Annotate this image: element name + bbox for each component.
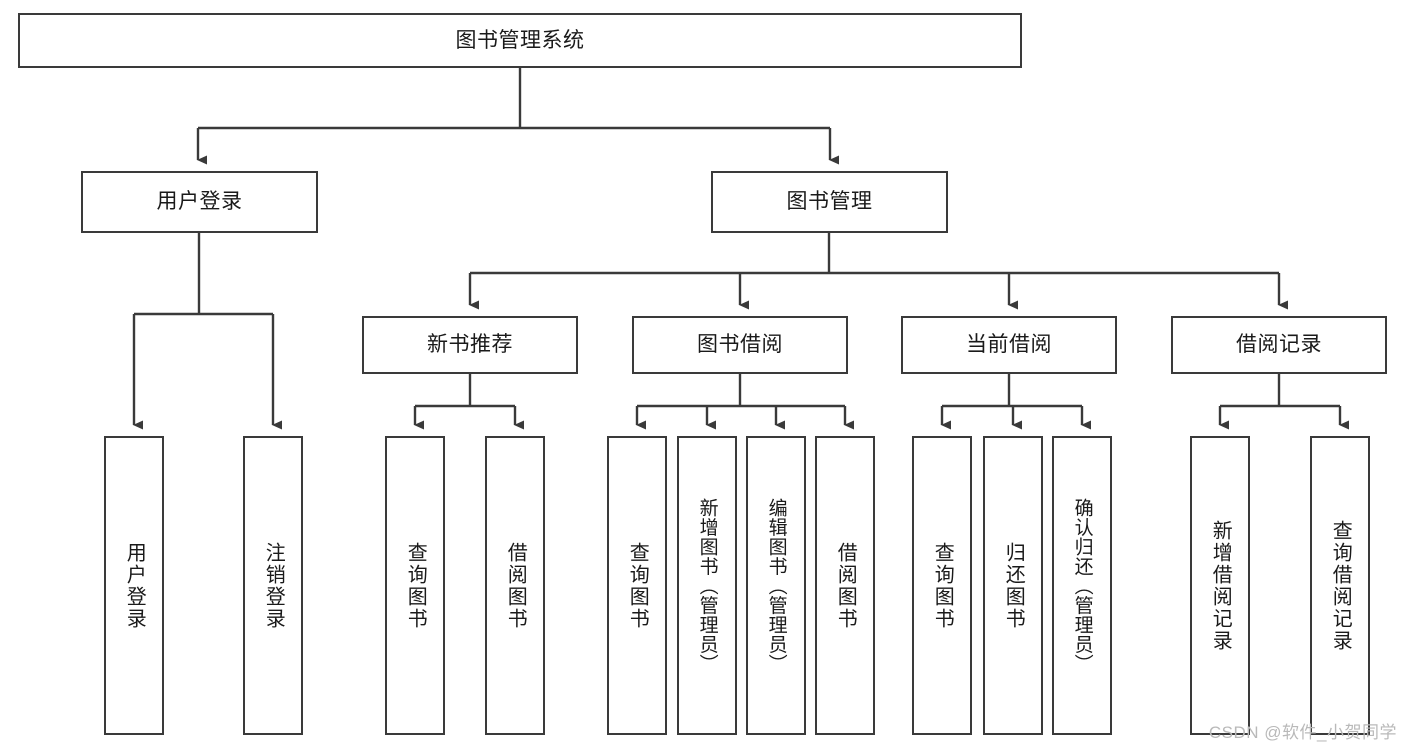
node-leaf-logout[interactable]: 注销登录 — [243, 436, 303, 735]
node-leaf-query-book-1[interactable]: 查询图书 — [385, 436, 445, 735]
node-label: 借阅图书 — [834, 541, 857, 630]
node-label: 查询借阅记录 — [1329, 519, 1352, 652]
node-leaf-query-book-3[interactable]: 查询图书 — [912, 436, 972, 735]
node-label: 新书推荐 — [427, 333, 513, 357]
node-leaf-confirm-return[interactable]: 确认归还（管理员） — [1052, 436, 1112, 735]
node-label: 图书借阅 — [697, 333, 783, 357]
node-label: 确认归还（管理员） — [1071, 497, 1093, 674]
node-current-borrow[interactable]: 当前借阅 — [901, 316, 1117, 374]
node-borrow-record[interactable]: 借阅记录 — [1171, 316, 1387, 374]
node-label: 查询图书 — [404, 541, 427, 630]
edge-group-user-login — [132, 233, 282, 430]
node-label: 借阅图书 — [504, 541, 527, 630]
edge-group-current-borrow — [940, 374, 1091, 430]
node-leaf-add-record[interactable]: 新增借阅记录 — [1190, 436, 1250, 735]
node-label: 图书管理 — [786, 190, 873, 214]
node-new-book-recommend[interactable]: 新书推荐 — [362, 316, 578, 374]
node-label: 注销登录 — [262, 541, 285, 630]
node-label: 用户登录 — [156, 190, 243, 214]
watermark-text: CSDN @软件_小贺同学 — [1208, 723, 1397, 742]
node-label: 借阅记录 — [1236, 333, 1322, 357]
node-leaf-edit-book[interactable]: 编辑图书（管理员） — [746, 436, 806, 735]
node-leaf-borrow-book-2[interactable]: 借阅图书 — [815, 436, 875, 735]
node-leaf-borrow-book-1[interactable]: 借阅图书 — [485, 436, 545, 735]
edge-group-book-manage — [468, 233, 1288, 310]
edge-group-root — [196, 68, 839, 165]
node-label: 归还图书 — [1002, 541, 1025, 630]
node-root-system[interactable]: 图书管理系统 — [18, 13, 1022, 68]
node-user-login[interactable]: 用户登录 — [81, 171, 318, 233]
node-label: 用户登录 — [123, 541, 146, 630]
edge-group-borrow-record — [1218, 374, 1349, 430]
node-label: 查询图书 — [626, 541, 649, 630]
node-label: 查询图书 — [931, 541, 954, 630]
node-label: 新增图书（管理员） — [696, 497, 718, 674]
node-leaf-return-book[interactable]: 归还图书 — [983, 436, 1043, 735]
node-leaf-add-book[interactable]: 新增图书（管理员） — [677, 436, 737, 735]
node-label: 图书管理系统 — [455, 28, 585, 52]
node-label: 编辑图书（管理员） — [765, 497, 787, 674]
node-leaf-query-book-2[interactable]: 查询图书 — [607, 436, 667, 735]
edge-group-new-book-recommend — [413, 374, 524, 430]
node-label: 当前借阅 — [966, 333, 1052, 357]
node-book-manage[interactable]: 图书管理 — [711, 171, 948, 233]
edge-group-book-borrow — [635, 374, 854, 430]
node-label: 新增借阅记录 — [1209, 519, 1232, 652]
node-book-borrow[interactable]: 图书借阅 — [632, 316, 848, 374]
node-leaf-query-record[interactable]: 查询借阅记录 — [1310, 436, 1370, 735]
node-leaf-user-login[interactable]: 用户登录 — [104, 436, 164, 735]
